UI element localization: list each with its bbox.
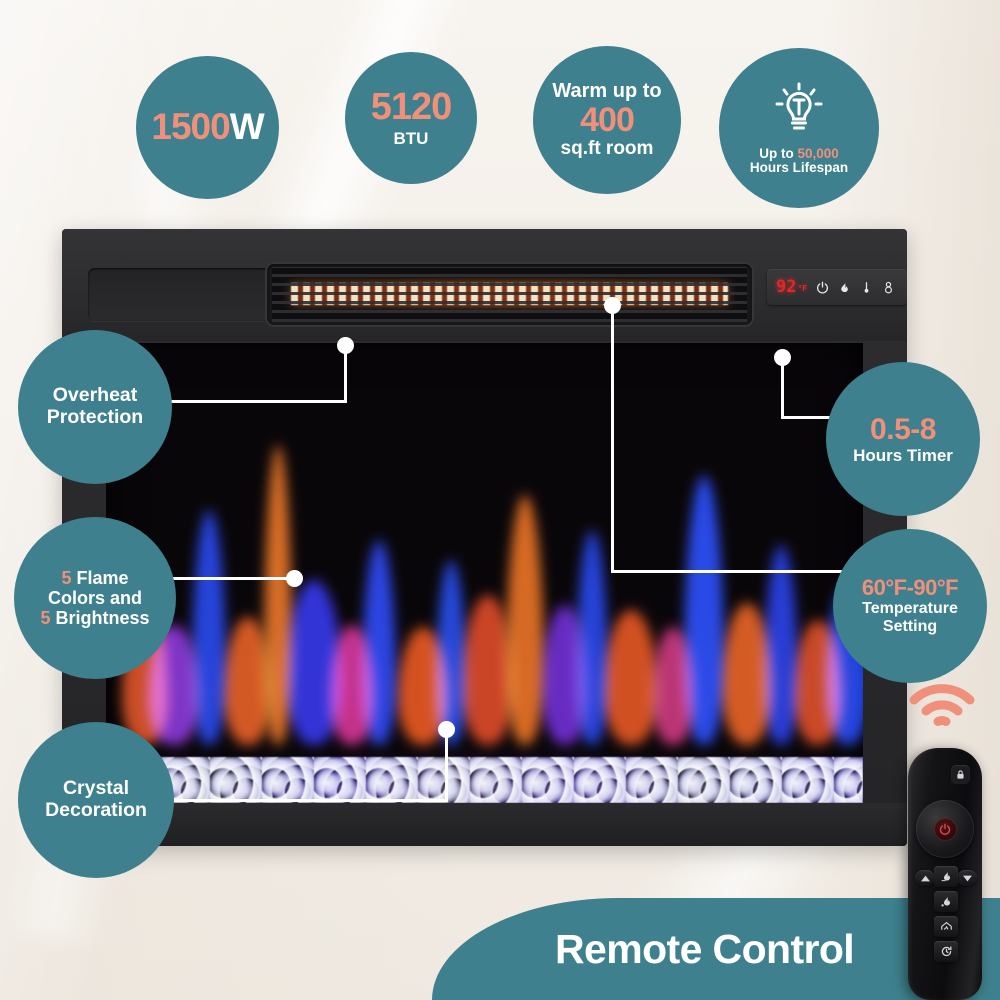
badge-room-size: Warm up to 400 sq.ft room	[533, 46, 681, 194]
callout-timer-label: Hours Timer	[853, 446, 953, 466]
connector-line-temperature	[611, 305, 614, 573]
badge-btu: 5120 BTU	[345, 52, 477, 184]
heater-vent	[265, 262, 754, 327]
callout-flame-word: Flame	[76, 567, 129, 588]
glass-top-edge	[106, 341, 863, 343]
connector-line-overheat	[160, 400, 347, 403]
led-temperature-display: 92°F	[776, 277, 807, 297]
callout-temp-range: 60°F-90°F	[861, 574, 959, 600]
flame	[192, 510, 226, 745]
connector-line-overheat	[344, 345, 347, 403]
down-arrow-icon[interactable]	[957, 870, 977, 886]
fireplace-flame-display	[106, 341, 863, 803]
led-temperature-unit: °F	[797, 284, 808, 293]
flame	[764, 545, 798, 745]
connector-line-temperature	[611, 570, 886, 573]
fireplace-recessed-panel	[88, 268, 270, 321]
badge-lifespan-prefix: Up to	[759, 146, 798, 162]
electric-fireplace-unit: 92°F	[62, 229, 907, 846]
callout-dot-timer	[774, 349, 791, 366]
remote-control[interactable]	[908, 748, 982, 1000]
callout-flame-count: 5	[61, 567, 72, 588]
badge-room-suffix: sq.ft room	[560, 138, 654, 160]
connector-line-timer	[781, 357, 784, 419]
flame-icon[interactable]	[838, 280, 851, 295]
fireplace-bottom-frame	[62, 803, 907, 846]
spec-badge-row: 1500W 5120 BTU Warm up to 400 sq.ft room	[0, 0, 1000, 208]
flame	[462, 595, 514, 745]
flame	[576, 530, 608, 745]
wifi-signal-icon	[906, 678, 978, 728]
crystal-decoration	[106, 757, 863, 803]
flame-color-icon[interactable]	[934, 891, 958, 912]
badge-power-value: 1500	[151, 106, 230, 148]
power-icon[interactable]	[816, 280, 829, 295]
badge-lifespan: Up to 50,000 Hours Lifespan	[719, 48, 879, 208]
lock-icon[interactable]	[951, 765, 970, 784]
callout-flame-colors: 5 Flame Colors and 5 Brightness	[14, 517, 176, 679]
flame	[436, 560, 466, 745]
badge-power: 1500W	[136, 56, 279, 199]
thermometer-icon[interactable]	[860, 280, 873, 295]
flame	[684, 475, 724, 745]
connector-line-crystal	[445, 729, 448, 802]
badge-btu-value: 5120	[370, 86, 453, 129]
callout-overheat-line2: Protection	[46, 406, 144, 428]
badge-room-value: 400	[580, 100, 635, 139]
flame	[722, 603, 772, 745]
callout-dot-overheat	[337, 337, 354, 354]
callout-dot-crystal	[438, 721, 455, 738]
badge-btu-unit: BTU	[393, 129, 429, 149]
callout-crystal-line2: Decoration	[45, 799, 147, 821]
badge-lifespan-suffix: Hours Lifespan	[749, 160, 849, 176]
flame	[506, 495, 544, 745]
connector-line-crystal	[160, 799, 448, 802]
callout-crystal-decoration: Crystal Decoration	[18, 722, 174, 878]
callout-flame-line2: Colors and	[47, 587, 142, 608]
flame-brightness-icon[interactable]	[934, 866, 958, 887]
vent-slats-overlay	[272, 267, 747, 322]
badge-lifespan-value: 50,000	[797, 146, 839, 162]
callout-dot-temperature	[604, 297, 621, 314]
up-arrow-icon[interactable]	[915, 870, 935, 886]
remote-dial[interactable]	[916, 800, 974, 858]
callout-temp-line3: Setting	[882, 618, 938, 636]
crystal-color-tint	[106, 757, 863, 803]
callout-hours-timer: 0.5-8 Hours Timer	[826, 362, 980, 516]
heat-icon[interactable]	[934, 916, 958, 937]
flame	[604, 610, 658, 745]
callout-brightness-count: 5	[40, 608, 51, 629]
callout-timer-range: 0.5-8	[870, 412, 936, 446]
remote-control-banner: Remote Control	[432, 898, 1000, 1000]
callout-dot-flame	[286, 570, 303, 587]
led-temperature-value: 92	[776, 277, 797, 297]
badge-power-unit: W	[229, 106, 265, 148]
timer-icon[interactable]	[934, 941, 958, 962]
flame	[362, 540, 396, 745]
callout-overheat-protection: Overheat Protection	[18, 330, 172, 484]
callout-overheat-line1: Overheat	[52, 384, 138, 407]
callout-crystal-line1: Crystal	[62, 777, 130, 800]
lightbulb-icon	[770, 80, 828, 143]
callout-temp-line2: Temperature	[862, 600, 958, 618]
callout-temperature-setting: 60°F-90°F Temperature Setting	[833, 529, 987, 683]
connector-line-flame	[165, 577, 297, 580]
fireplace-control-panel[interactable]: 92°F	[767, 269, 907, 305]
callout-brightness-word: Brightness	[55, 608, 150, 629]
badge-room-prefix: Warm up to	[552, 79, 662, 102]
banner-label: Remote Control	[555, 925, 855, 972]
power-icon[interactable]	[933, 817, 957, 841]
timer-icon[interactable]	[882, 280, 895, 295]
